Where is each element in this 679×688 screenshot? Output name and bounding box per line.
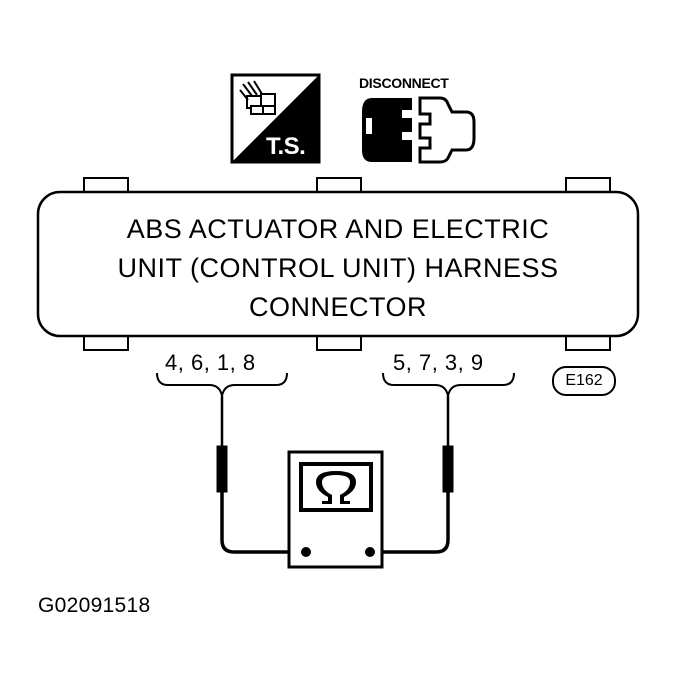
left-terminal-numbers: 4, 6, 1, 8 (165, 350, 256, 375)
ts-label: T.S. (266, 133, 306, 160)
disconnect-connector-icon (362, 96, 476, 164)
left-terminal-brace (156, 372, 288, 397)
ohmmeter-icon (287, 450, 384, 569)
connector-title-line-3: CONNECTOR (248, 292, 427, 322)
figure-id: G02091518 (38, 594, 151, 617)
connector-code-badge: E162 (552, 366, 616, 396)
right-terminal-numbers: 5, 7, 3, 9 (393, 350, 484, 375)
harness-connector (36, 177, 640, 351)
ts-tester-icon (230, 73, 321, 164)
connector-title: ABS ACTUATOR AND ELECTRIC UNIT (CONTROL … (60, 210, 616, 327)
disconnect-label: DISCONNECT (359, 75, 449, 91)
connector-title-line-2: UNIT (CONTROL UNIT) HARNESS (117, 253, 559, 283)
test-leads (216, 396, 454, 554)
right-terminal-brace (382, 372, 515, 397)
connector-title-line-1: ABS ACTUATOR AND ELECTRIC (126, 214, 550, 244)
